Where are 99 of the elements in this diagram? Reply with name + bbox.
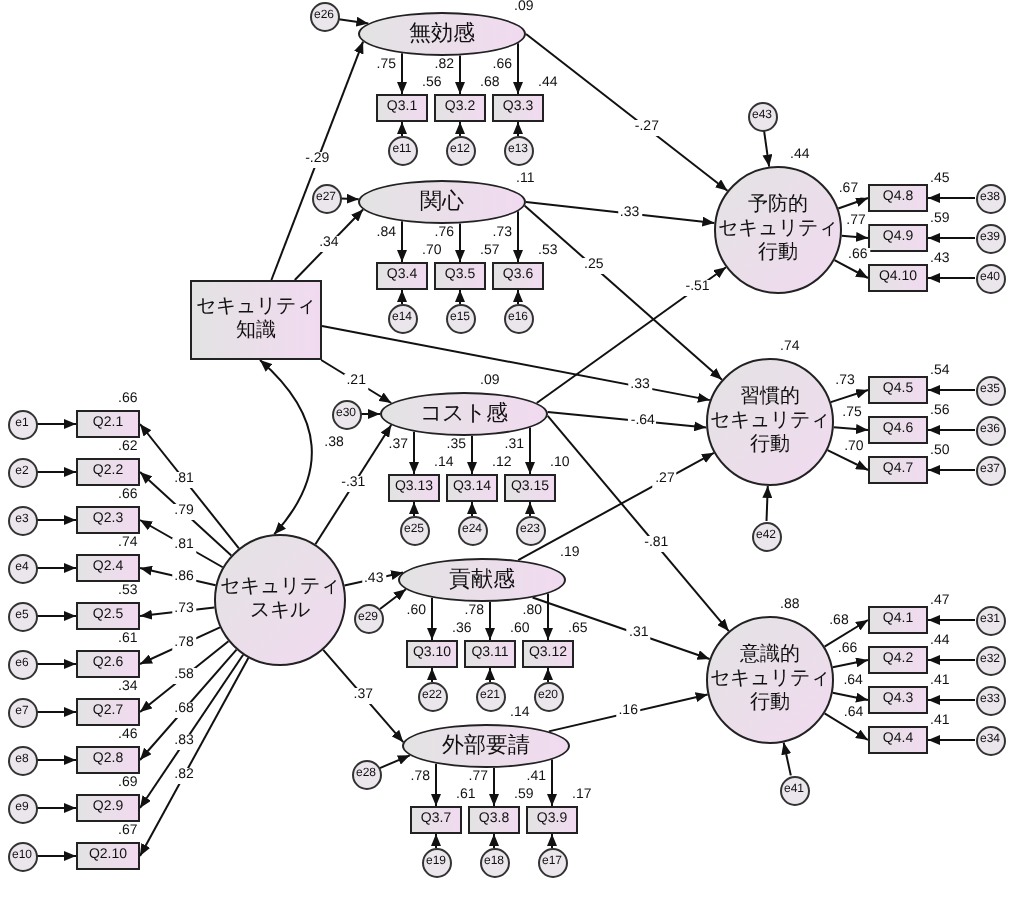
arrow [139, 626, 221, 665]
arrow [513, 210, 523, 263]
latent-variable-circle: 意識的セキュリティ行動 [706, 616, 834, 744]
arrow [831, 691, 869, 703]
arrow [531, 596, 711, 660]
latent-variable-ellipse: 外部要請 [402, 724, 570, 768]
arrow [427, 596, 437, 641]
arrow [467, 434, 477, 475]
arrow [927, 273, 976, 283]
arrow [139, 423, 240, 550]
arrow [517, 451, 715, 562]
arrow [832, 424, 869, 434]
arrow [762, 129, 773, 168]
arrow [270, 40, 365, 281]
arrow [833, 259, 869, 279]
arrow [489, 833, 499, 849]
arrow [409, 501, 419, 517]
arrow [927, 425, 976, 435]
arrow [927, 465, 976, 475]
latent-variable-ellipse: 関心 [358, 180, 526, 224]
arrow [547, 833, 557, 849]
arrow [320, 359, 393, 404]
arrow [535, 266, 727, 404]
arrow [397, 52, 407, 95]
latent-variable-circle: セキュリティスキル [214, 534, 346, 666]
arrow [139, 656, 250, 857]
latent-variable-ellipse: コスト感 [380, 392, 548, 436]
arrow [431, 762, 441, 807]
arrow [762, 484, 773, 522]
arrow [36, 755, 77, 765]
arrow [36, 851, 77, 861]
arrow [36, 563, 77, 573]
arrow [513, 42, 523, 95]
arrow [927, 385, 976, 395]
arrow [829, 388, 869, 404]
arrow [36, 659, 77, 669]
arrow [36, 467, 77, 477]
arrow [840, 231, 869, 242]
arrow [823, 712, 869, 741]
arrow [546, 414, 730, 633]
arrow [525, 201, 716, 227]
arrow [322, 648, 405, 744]
arrow [139, 519, 224, 569]
arrow [525, 501, 535, 517]
arrow [397, 220, 407, 263]
arrow [781, 741, 792, 777]
arrow [467, 501, 477, 517]
arrow [523, 204, 723, 381]
arrow [378, 754, 411, 770]
arrow [826, 449, 869, 471]
arrow [397, 289, 407, 305]
arrow [525, 33, 729, 192]
arrow [489, 766, 499, 807]
arrow [525, 426, 535, 475]
arrow [427, 667, 437, 683]
arrow [455, 289, 465, 305]
arrow [837, 197, 869, 210]
arrow [546, 411, 708, 432]
arrow [547, 692, 709, 733]
arrow [455, 54, 465, 95]
arrow [360, 409, 381, 419]
latent-variable-circle: 予防的セキュリティ行動 [714, 166, 842, 294]
arrow [409, 430, 419, 475]
arrow [139, 471, 233, 557]
arrow [455, 222, 465, 263]
arrow [543, 667, 553, 683]
arrow [927, 193, 976, 203]
arrow [340, 193, 360, 204]
arrow [36, 611, 77, 621]
arrow [927, 735, 976, 745]
arrow [397, 121, 407, 137]
arrow [485, 600, 495, 641]
arrow [455, 121, 465, 137]
arrow [513, 289, 523, 305]
arrow [485, 667, 495, 683]
latent-variable-ellipse: 無効感 [358, 12, 526, 56]
arrow [927, 233, 976, 243]
arrow [36, 803, 77, 813]
arrow [321, 325, 711, 403]
observed-variable-box: セキュリティ知識 [190, 280, 322, 360]
arrow [431, 833, 441, 849]
arrow [337, 16, 370, 27]
arrow [139, 648, 238, 761]
arrow [927, 655, 976, 665]
arrow [927, 695, 976, 705]
curved-double-arrow [258, 359, 313, 536]
latent-variable-circle: 習慣的セキュリティ行動 [706, 358, 834, 486]
arrow [139, 653, 245, 809]
arrow [547, 758, 557, 807]
latent-variable-ellipse: 貢献感 [398, 558, 566, 602]
arrow [543, 592, 553, 641]
arrow [513, 121, 523, 137]
arrow [831, 657, 869, 669]
arrow [314, 424, 393, 546]
arrow [927, 615, 976, 625]
arrow [378, 588, 407, 610]
arrow [36, 707, 77, 717]
arrow [823, 619, 869, 648]
arrow [36, 419, 77, 429]
